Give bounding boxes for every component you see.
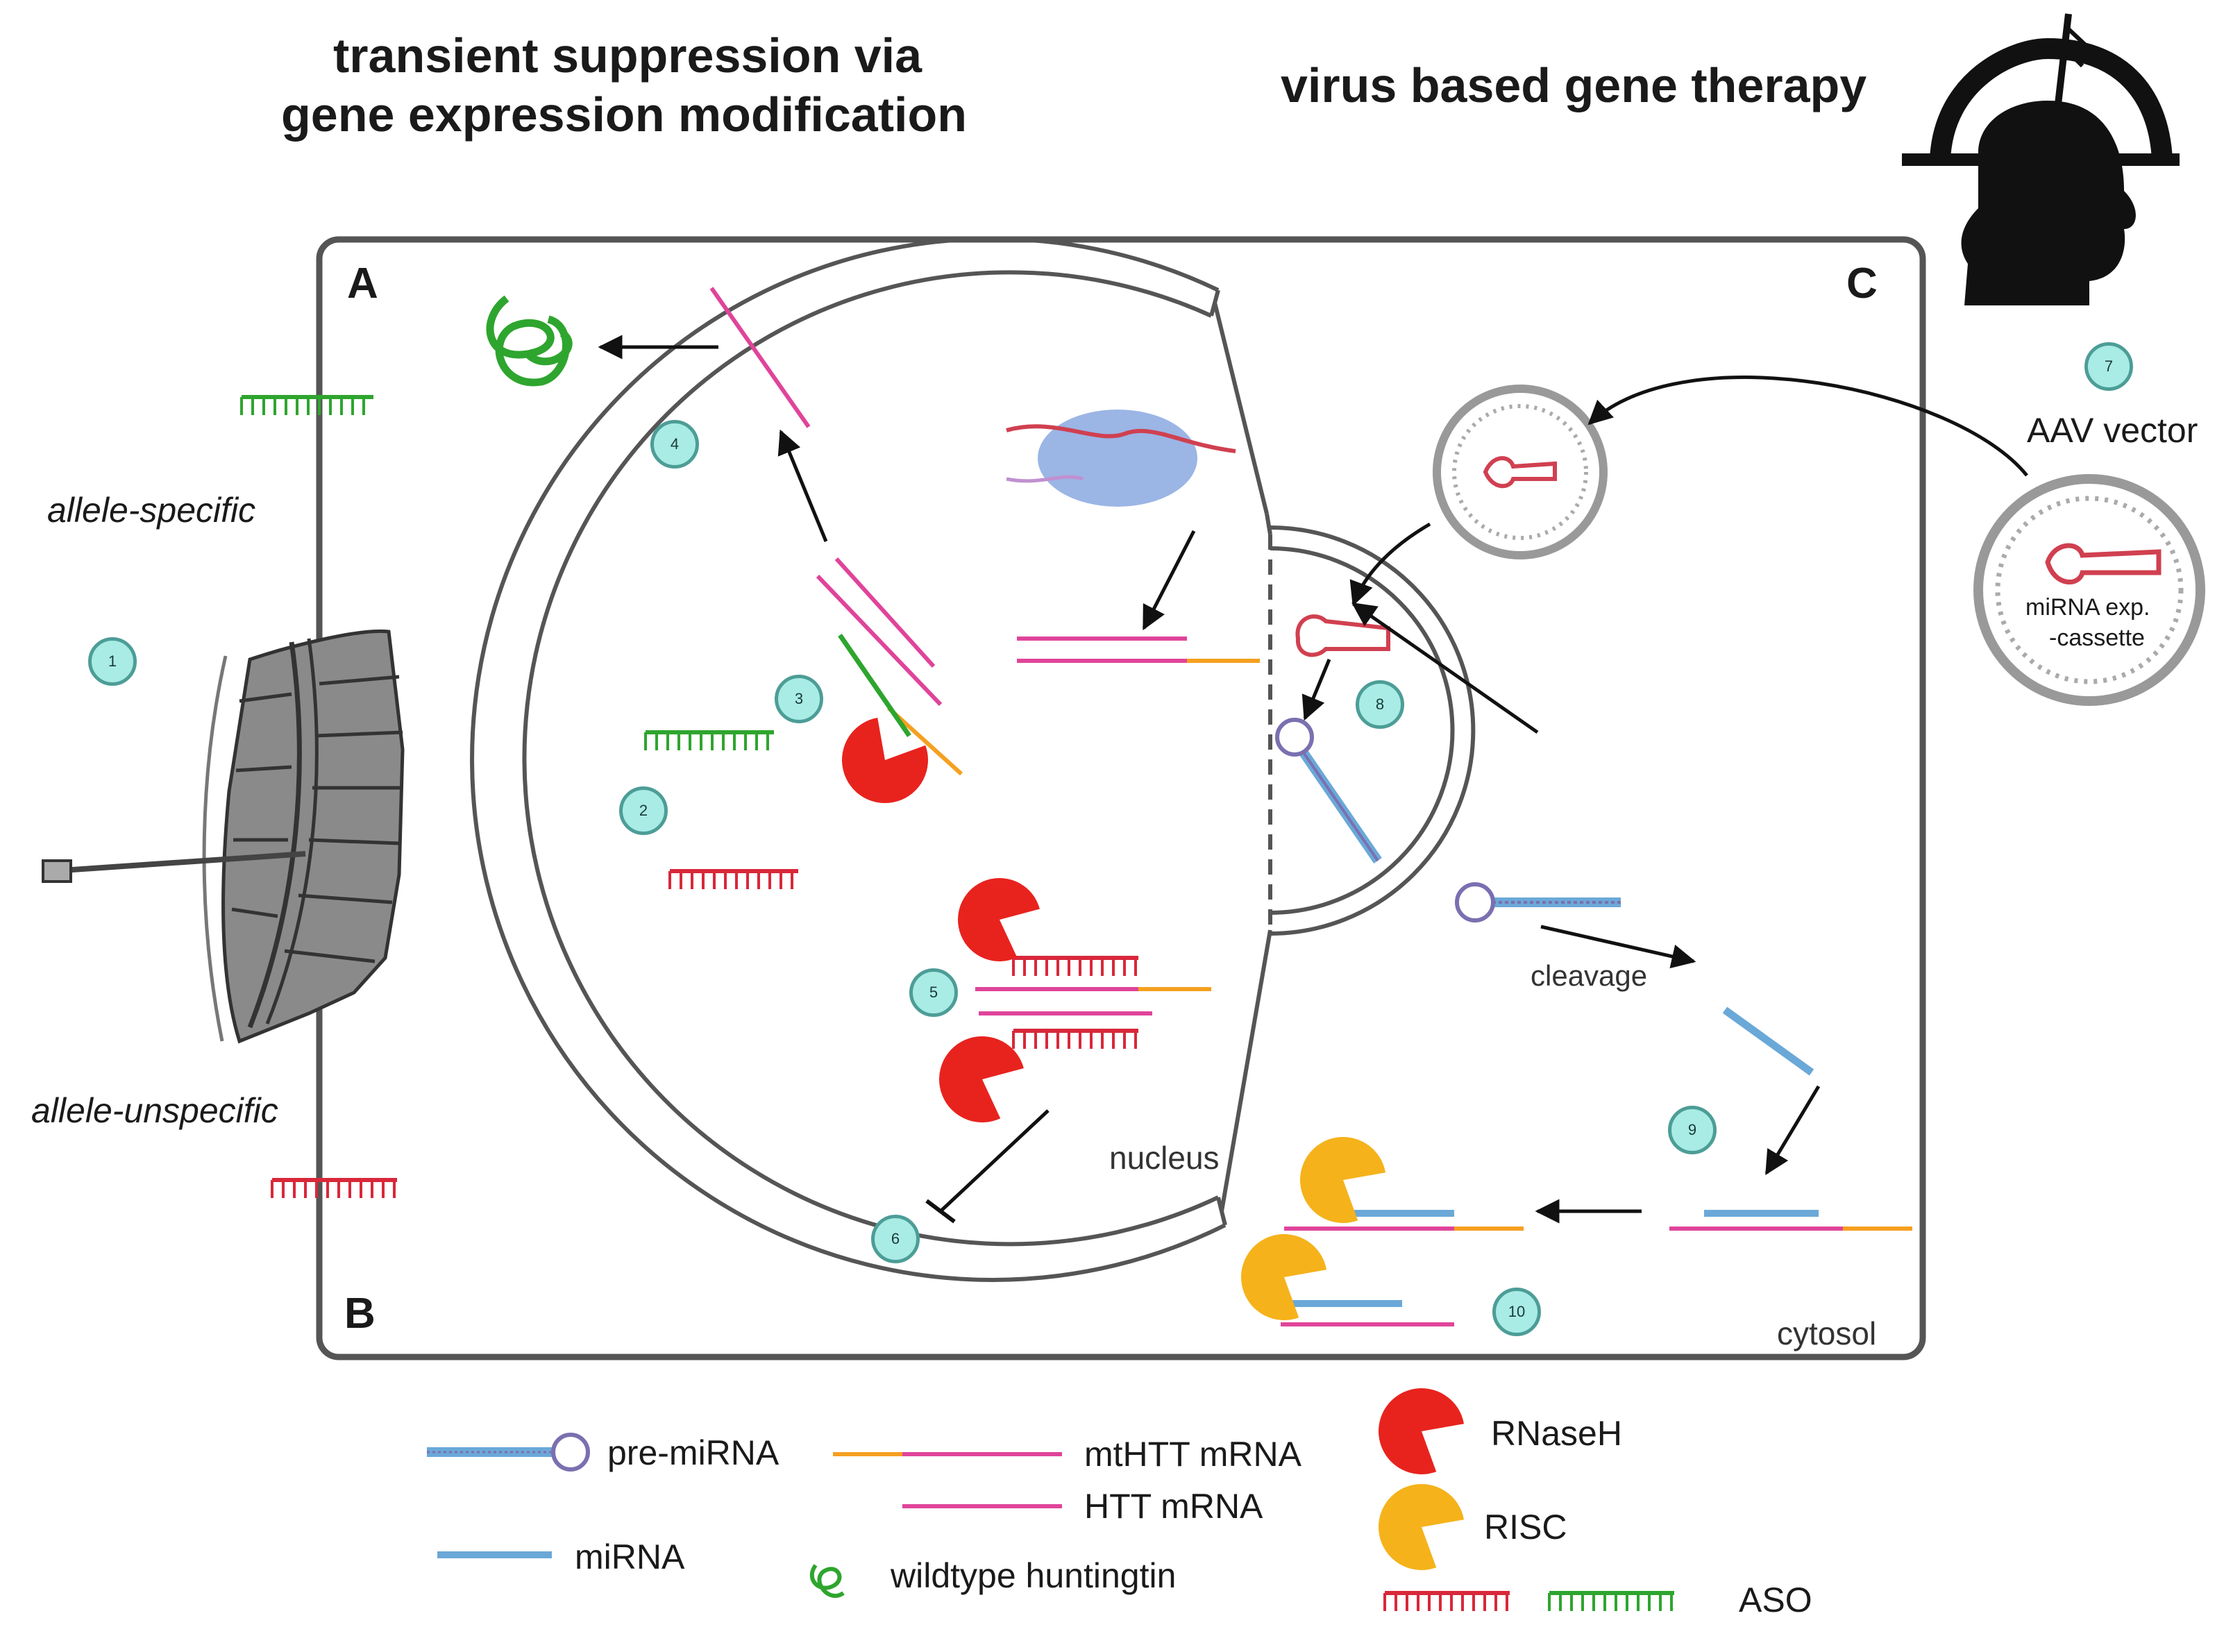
- legend-mthtt-mrna: mtHTT mRNA: [1084, 1435, 1301, 1474]
- legend-wildtype-huntingtin: wildtype huntingtin: [891, 1556, 1177, 1595]
- arrow-to-loading: [1764, 1085, 1821, 1176]
- step-1-badge: 1: [88, 637, 137, 686]
- step-9-badge: 9: [1668, 1106, 1717, 1154]
- arrow-cleavage: [1540, 925, 1696, 969]
- cell-membrane: [316, 236, 1926, 1360]
- aav-vector-small: [1433, 385, 1608, 559]
- rnaseh-step5-lower: [939, 1036, 1024, 1122]
- mirna-expression-hairpin: [1295, 614, 1390, 657]
- step-3-badge: 3: [775, 675, 823, 723]
- arrow-translation: [1142, 530, 1196, 631]
- head-stereotactic-illustration: [1902, 13, 2180, 305]
- htt-mrna-exported: [709, 287, 811, 428]
- arrow-aav-to-nucleus: [1351, 602, 1539, 734]
- cleaved-mirna-duplex: [1722, 1006, 1814, 1076]
- panel-label-a: A: [347, 260, 378, 307]
- legend-rnaseh: RNaseH: [1491, 1414, 1622, 1453]
- step-4-badge: 4: [650, 420, 699, 469]
- htt-mrna-step3-a: [816, 574, 943, 707]
- risc-lower: [1241, 1233, 1327, 1321]
- htt-mrna-step3-b: [834, 557, 936, 668]
- title-right: virus based gene therapy: [1281, 58, 1867, 112]
- ribosome-complex: [1006, 410, 1236, 507]
- inhibition-bar: [925, 1199, 956, 1224]
- label-allele-specific: allele-specific: [47, 491, 256, 530]
- legend-rnaseh-icon: [1378, 1388, 1465, 1474]
- label-allele-unspecific: allele-unspecific: [31, 1091, 278, 1130]
- arrow-aav-delivery: [1587, 376, 2028, 477]
- label-cytosol: cytosol: [1777, 1315, 1877, 1351]
- title-left-line1: transient suppression via: [333, 28, 922, 83]
- inhibition-line: [939, 1109, 1050, 1213]
- pre-mirna-nuclear: [1275, 718, 1382, 863]
- legend-risc-icon: [1378, 1484, 1465, 1571]
- arrow-to-pre-mirna: [1301, 659, 1331, 721]
- legend-mirna: miRNA: [575, 1537, 685, 1576]
- panel-label-c: C: [1846, 260, 1878, 307]
- label-cassette-line1: miRNA exp.: [2025, 594, 2150, 621]
- step-2-badge: 2: [619, 786, 668, 835]
- aav-vector-large: [1973, 474, 2205, 706]
- step-10-badge: 10: [1492, 1288, 1541, 1336]
- legend-htt-mrna: HTT mRNA: [1084, 1487, 1263, 1526]
- aso-step3: [838, 634, 911, 737]
- step-7-badge: 7: [2084, 342, 2133, 391]
- step-6-badge: 6: [871, 1215, 920, 1263]
- risc-upper: [1300, 1136, 1386, 1224]
- step-8-badge: 8: [1356, 680, 1404, 729]
- panel-label-b: B: [344, 1290, 376, 1338]
- label-aav-vector: AAV vector: [2027, 411, 2198, 450]
- label-cleavage: cleavage: [1531, 959, 1648, 992]
- wildtype-huntingtin-protein: [486, 295, 573, 387]
- label-nucleus: nucleus: [1109, 1140, 1220, 1176]
- spinal-cord-illustration: [42, 629, 405, 1044]
- step-5-badge: 5: [909, 968, 958, 1017]
- legend-aso: ASO: [1739, 1581, 1812, 1619]
- legend-icons: [427, 1433, 1062, 1599]
- label-cassette-line2: -cassette: [2049, 625, 2145, 651]
- nuclear-pore-region: [1270, 525, 1476, 936]
- legend-risc: RISC: [1484, 1508, 1567, 1546]
- title-left-line2: gene expression modification: [281, 87, 967, 142]
- legend-pre-mirna: pre-miRNA: [607, 1433, 780, 1472]
- rnaseh-step3: [842, 717, 928, 803]
- arrow-vector-entry: [1349, 522, 1431, 607]
- rnaseh-step5-upper: [958, 878, 1040, 961]
- arrow-export: [777, 429, 828, 542]
- pre-mirna-cytosolic: [1455, 882, 1621, 922]
